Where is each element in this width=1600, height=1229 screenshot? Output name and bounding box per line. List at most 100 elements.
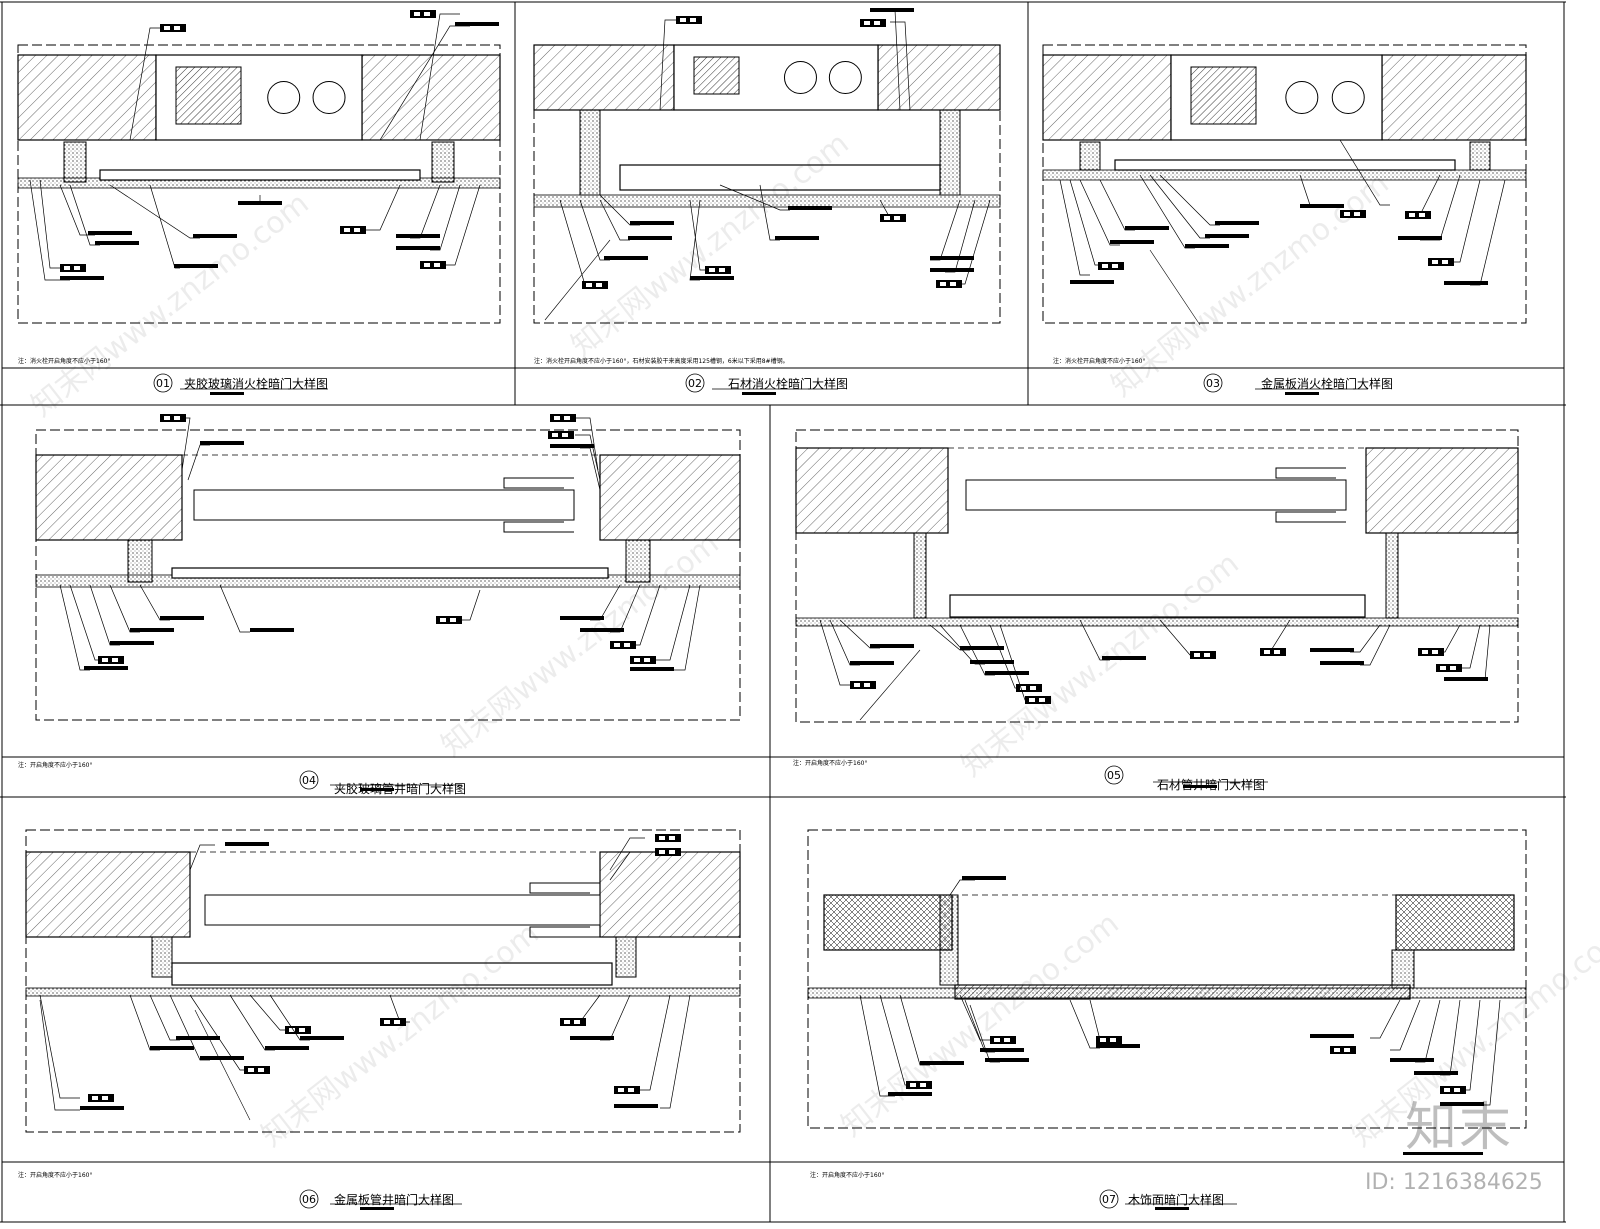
leader-line [1099, 179, 1135, 231]
callout-tag [614, 1086, 640, 1094]
caption-number: 03 [1206, 377, 1220, 390]
leader-line [1475, 624, 1491, 681]
dashed-boundary [1042, 44, 1527, 324]
callout-tag [1016, 684, 1042, 692]
door-handle [529, 882, 600, 938]
leader-line [609, 837, 645, 871]
callout-label [1310, 1034, 1354, 1038]
callout-tag-box [659, 850, 665, 854]
scale-bar [1183, 785, 1217, 788]
leader-line [829, 619, 860, 666]
callout-tag [1340, 210, 1366, 218]
note-06: 注：开启角度不应小于160° [18, 1172, 93, 1179]
leader-line [1139, 174, 1195, 249]
callout-label [1300, 204, 1344, 208]
concealed-door-panel [954, 984, 1411, 1000]
callout-label [850, 661, 894, 665]
callout-tag-box [74, 266, 80, 270]
callout-tag [560, 1018, 586, 1026]
callout-tag [244, 1066, 270, 1074]
callout-label [628, 236, 672, 240]
wall-section [361, 54, 501, 141]
detail-drawings [17, 8, 1527, 1155]
hose-reel [828, 61, 862, 94]
callout-label [1185, 244, 1229, 248]
callout-tag-box [669, 850, 675, 854]
callout-tag-box [289, 1028, 295, 1032]
caption-number: 05 [1107, 769, 1121, 782]
wall-section [533, 44, 675, 111]
hose-reel [1331, 81, 1365, 114]
callout-tag [705, 266, 731, 274]
caption-number: 01 [156, 377, 170, 390]
detail-panel-01 [17, 10, 501, 324]
callout-tag-box [354, 228, 360, 232]
callout-tag-box [1409, 213, 1415, 217]
leader-line [360, 184, 401, 231]
leader-line [1370, 999, 1401, 1039]
callout-tag-box [614, 643, 620, 647]
dashed-boundary [807, 829, 1527, 1129]
callout-label [570, 1036, 614, 1040]
caption-number: 04 [302, 774, 316, 787]
callout-label [84, 666, 128, 670]
callout-tag-box [1450, 666, 1456, 670]
wall-section [1042, 54, 1172, 141]
leader-line [570, 994, 601, 1023]
callout-tag [98, 656, 124, 664]
callout-tag-box [1344, 1048, 1350, 1052]
callout-tag-box [424, 12, 430, 16]
leader-line [1390, 999, 1421, 1051]
callout-label [1205, 234, 1249, 238]
leader-line [1470, 179, 1506, 286]
leader-line [945, 199, 976, 273]
callout-label [962, 876, 1006, 880]
callout-tag [906, 1081, 932, 1089]
callout-label [930, 256, 974, 260]
callout-tag-box [618, 1088, 624, 1092]
steel-stud [1469, 141, 1491, 171]
caption-02: 石材消火栓暗门大样图 [728, 377, 848, 391]
leader-line [575, 417, 599, 471]
callout-tag-box [564, 1020, 570, 1024]
caption-number-circle [299, 1189, 319, 1209]
callout-label [238, 201, 282, 205]
leader-line [660, 994, 691, 1109]
caption-04-title: 夹胶玻璃管井暗门大样图 [334, 782, 467, 796]
leader-line [959, 994, 990, 1041]
leader-line [689, 199, 705, 271]
callout-label [1398, 236, 1442, 240]
callout-label [690, 276, 734, 280]
callout-label [870, 8, 914, 12]
callout-label [788, 206, 832, 210]
callout-tag-box [574, 1020, 580, 1024]
callout-label [1125, 226, 1169, 230]
leader-line [1350, 624, 1381, 653]
caption-01-title: 夹胶玻璃消火栓暗门大样图 [184, 377, 329, 391]
callout-label [604, 256, 648, 260]
caption-number-circle [153, 373, 173, 393]
steel-stud [1391, 949, 1415, 989]
leader-line [819, 619, 850, 686]
callout-tag-box [854, 683, 860, 687]
swing-line [194, 1009, 251, 1121]
leader-line [719, 184, 790, 211]
detail-panel-05 [795, 429, 1519, 723]
callout-tag-box [164, 26, 170, 30]
callout-tag-box [624, 643, 630, 647]
concealed-door-panel [171, 962, 613, 986]
callout-label [888, 1092, 932, 1096]
leader-line [187, 444, 210, 481]
leader-line [149, 184, 180, 269]
leader-line [559, 199, 590, 286]
note-04: 注：开启角度不应小于160° [18, 762, 93, 769]
hydrant-valve [175, 66, 242, 125]
caption-05-title: 石材管井暗门大样图 [1157, 778, 1266, 792]
callout-tag-box [1204, 653, 1210, 657]
steel-stud [939, 109, 961, 196]
callout-label [396, 234, 440, 238]
callout-tag-box [299, 1028, 305, 1032]
callout-tag-box [102, 658, 108, 662]
caption-03: 金属板消火栓暗门大样图 [1261, 377, 1393, 391]
